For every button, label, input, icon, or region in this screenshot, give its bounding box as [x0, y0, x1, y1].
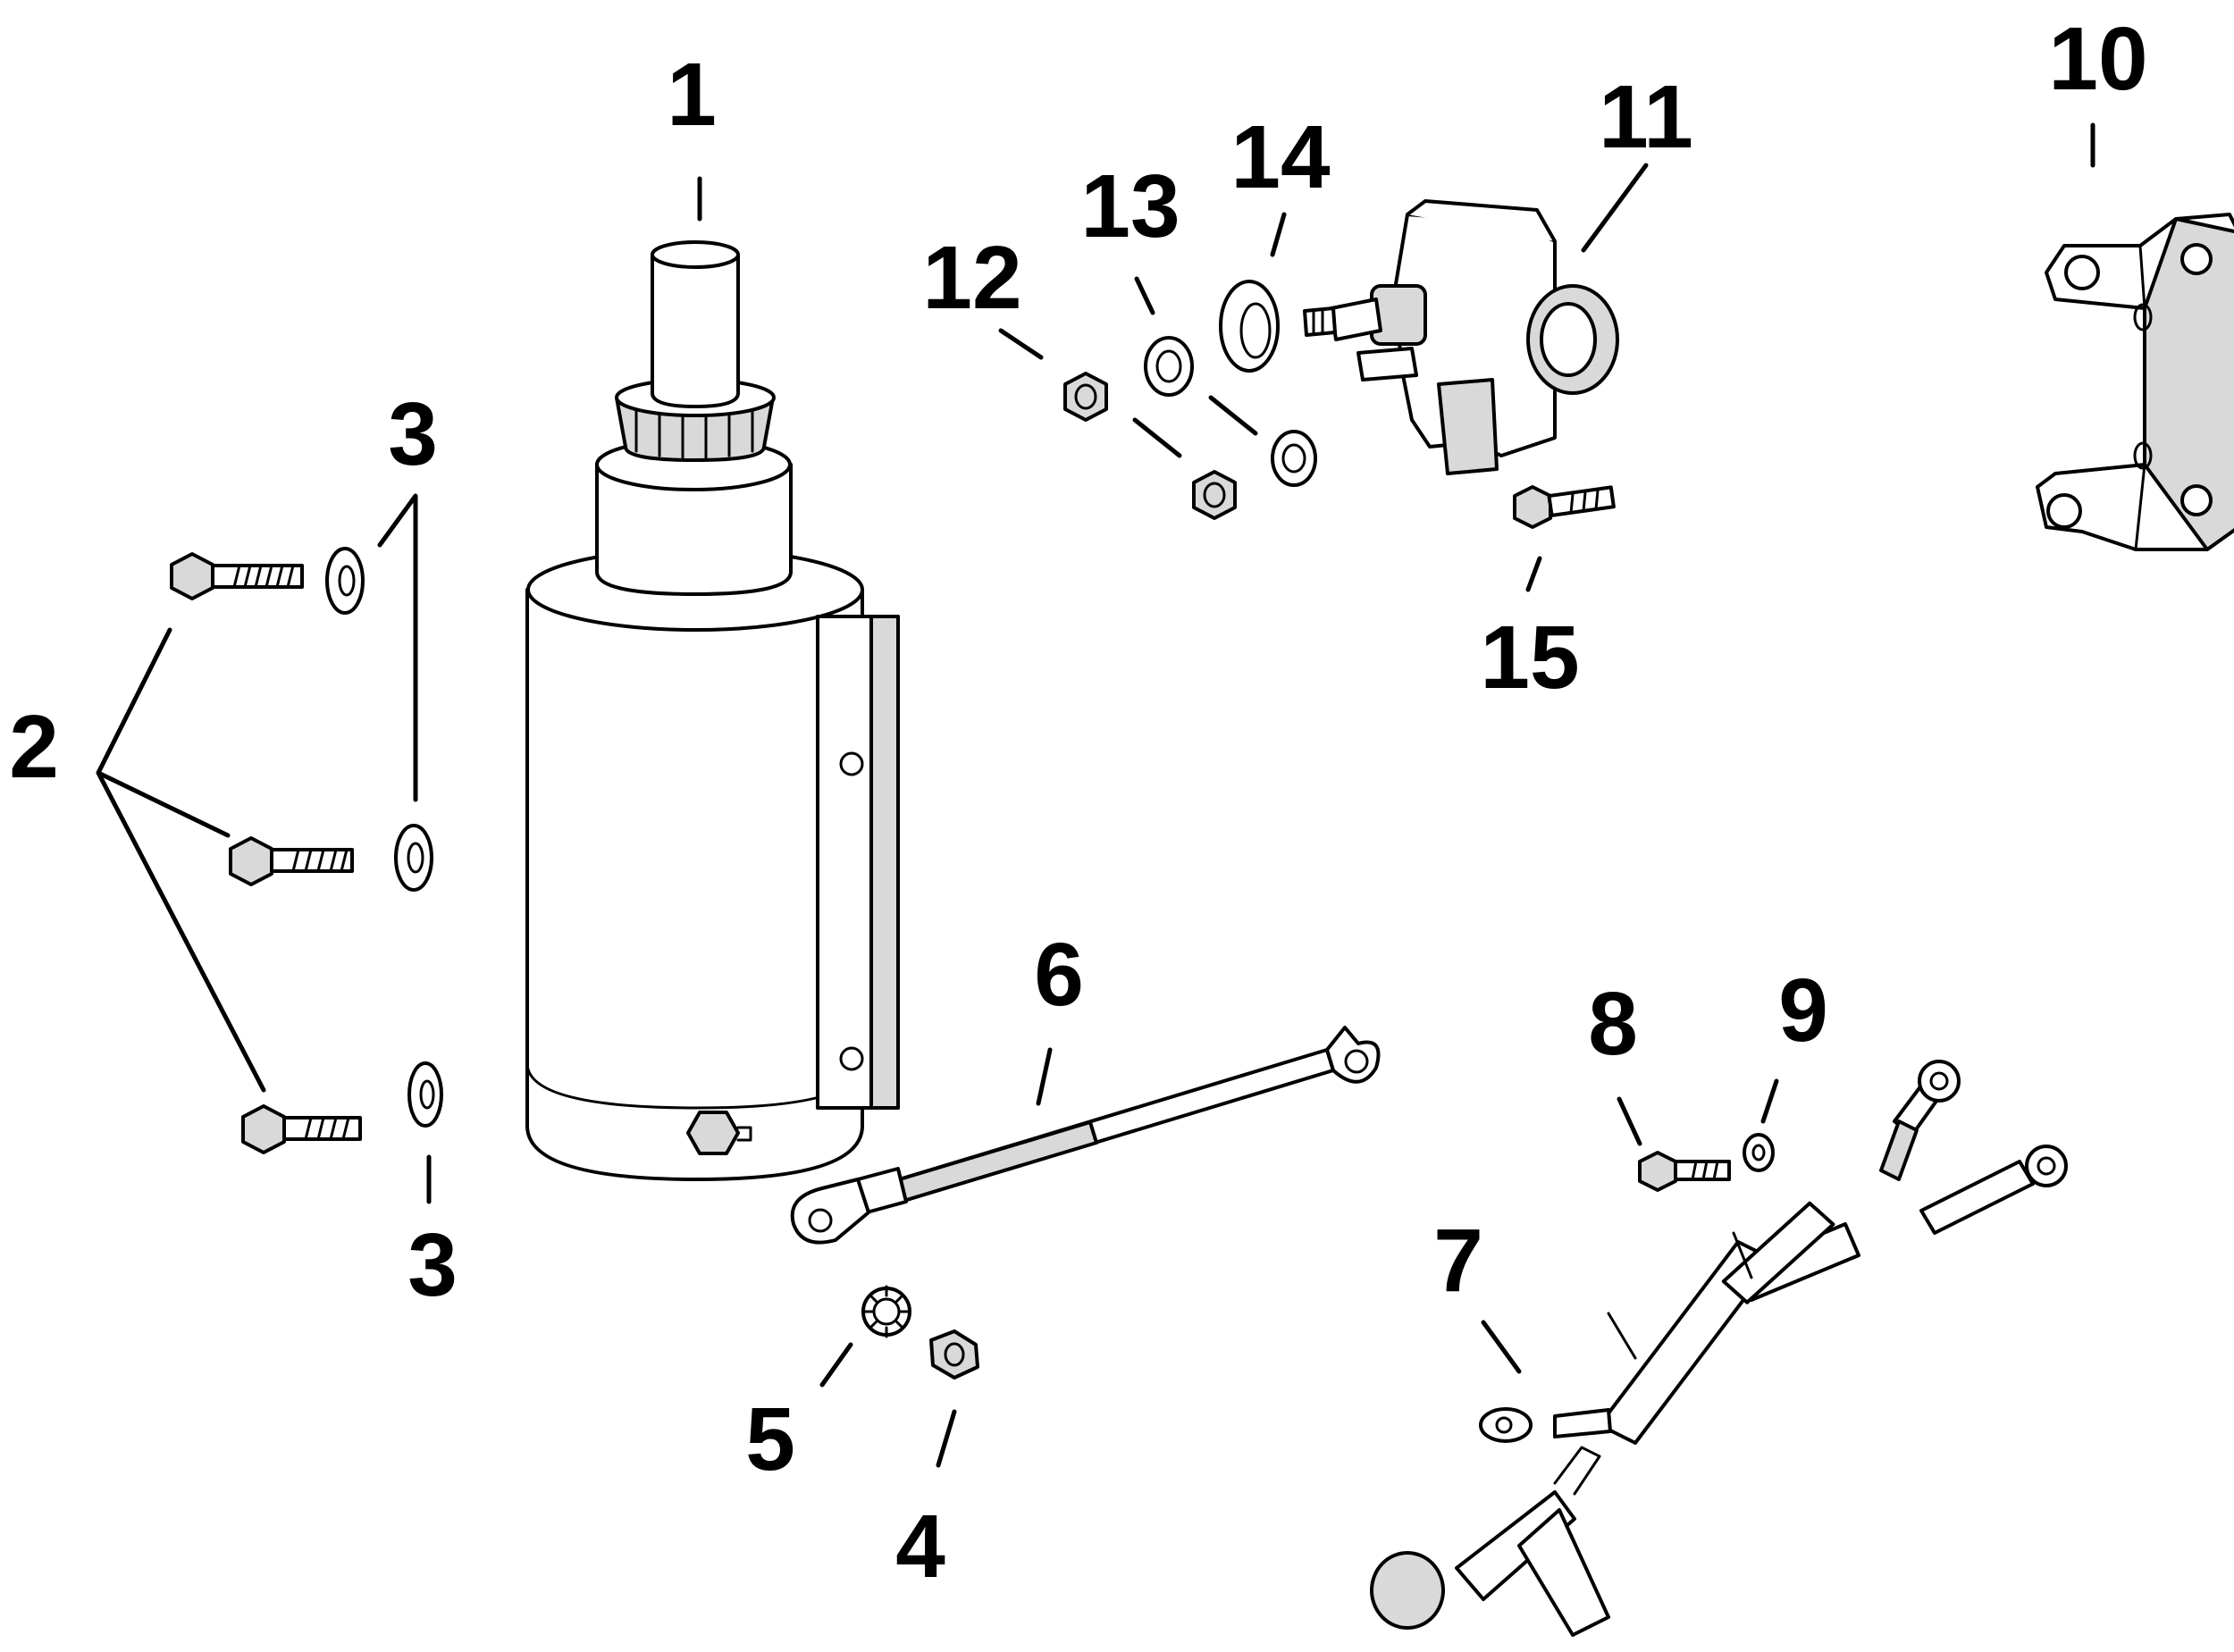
terminal-cap [1219, 280, 1280, 373]
callout-8: 8 [1588, 974, 1638, 1074]
callout-14: 14 [1230, 107, 1331, 207]
callout-12: 12 [922, 228, 1021, 328]
callout-labels: 1 2 3 3 4 5 6 7 8 9 10 11 12 13 14 15 [9, 9, 2147, 1597]
small-bolt [1638, 1151, 1731, 1192]
solenoid-nut [1063, 372, 1237, 520]
callout-6: 6 [1034, 925, 1084, 1025]
callout-9: 9 [1778, 960, 1828, 1061]
callout-13: 13 [1080, 156, 1180, 256]
solenoid-bracket [2036, 213, 2234, 551]
leader-lines [96, 122, 2095, 1468]
callout-3-bottom: 3 [407, 1215, 458, 1315]
callout-1: 1 [667, 45, 717, 145]
washers [325, 547, 443, 1128]
starter-solenoid [1303, 199, 1619, 475]
callout-7: 7 [1433, 1211, 1483, 1311]
solenoid-lock-washer [1144, 336, 1317, 487]
mounting-bolts [170, 552, 362, 1154]
wire-harness [1370, 1060, 2068, 1637]
callout-15: 15 [1480, 608, 1579, 708]
battery-cable [790, 1026, 1381, 1245]
callout-5: 5 [745, 1389, 795, 1489]
callout-3-top: 3 [388, 384, 438, 484]
solenoid-bolt [1513, 485, 1616, 529]
starter-motor [525, 240, 900, 1181]
star-washer [861, 1285, 911, 1338]
terminal-nut [929, 1329, 979, 1379]
small-washer [1743, 1133, 1775, 1172]
callout-10: 10 [2048, 9, 2147, 109]
callout-4: 4 [895, 1497, 945, 1597]
callout-11: 11 [1599, 67, 1693, 167]
callout-2: 2 [9, 697, 59, 797]
